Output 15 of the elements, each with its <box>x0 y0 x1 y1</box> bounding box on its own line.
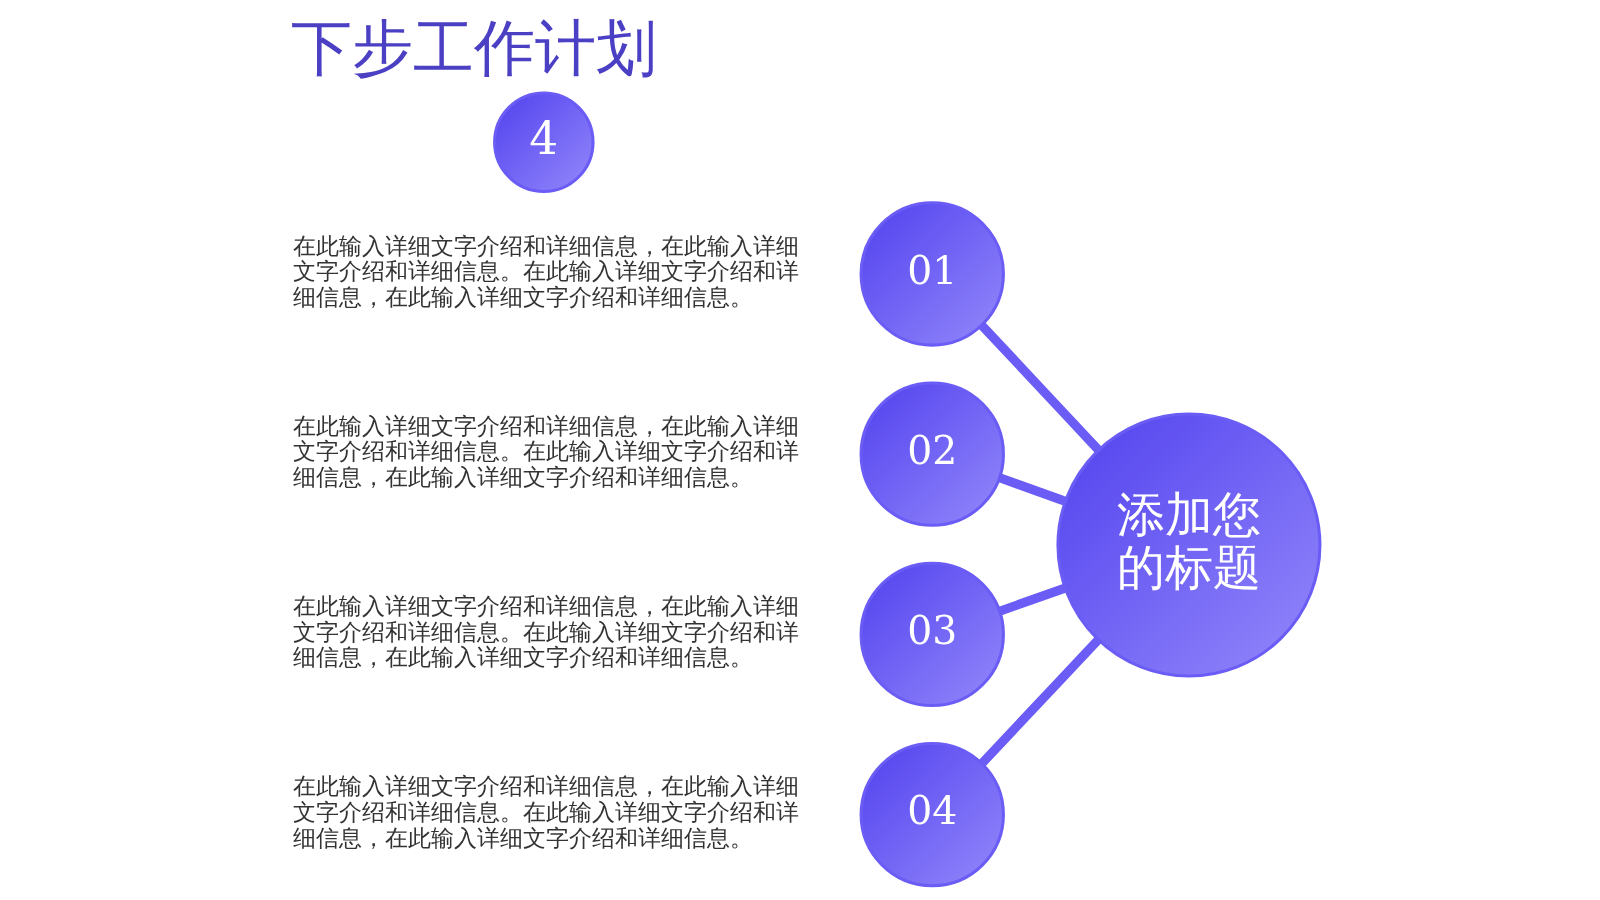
diagram-title: 下步工作计划 <box>290 12 657 83</box>
connector <box>997 473 1067 506</box>
node-label: 在此输入详细文字介绍和详细信息，在此输入详细文字介绍和详细信息。在此输入详细文字介绍和详细信息，在此输入详细文字介绍和详细信息。 <box>292 773 799 851</box>
node-circle: 01 <box>859 201 1005 347</box>
connector <box>978 322 1102 453</box>
node-label: 在此输入详细文字介绍和详细信息，在此输入详细文字介绍和详细信息。在此输入详细文字介绍和详细信息，在此输入详细文字介绍和详细信息。 <box>292 412 799 491</box>
node-circle: 02 <box>859 381 1005 527</box>
node-label: 在此输入详细文字介绍和详细信息，在此输入详细文字介绍和详细信息。在此输入详细文字介绍和详细信息，在此输入详细文字介绍和详细信息。 <box>292 232 799 310</box>
connector <box>978 636 1102 767</box>
node-label: 在此输入详细文字介绍和详细信息，在此输入详细文字介绍和详细信息。在此输入详细文字介绍和详细信息，在此输入详细文字介绍和详细信息。 <box>292 592 799 671</box>
node-circle: 03 <box>859 561 1005 708</box>
node-circle: 添加您的标题 <box>1055 412 1321 678</box>
connector <box>997 583 1067 616</box>
node-circle: 04 <box>859 741 1005 888</box>
node-circle: 4 <box>492 91 595 193</box>
